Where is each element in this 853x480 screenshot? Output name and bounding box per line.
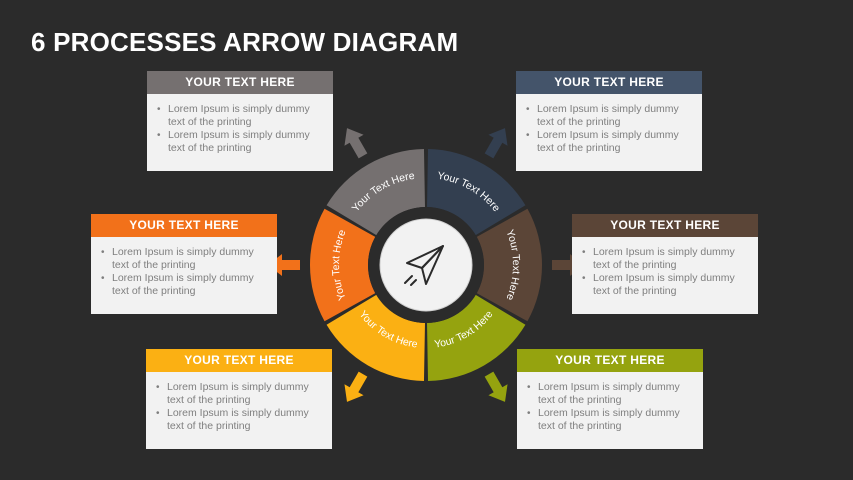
card-header: YOUR TEXT HERE	[146, 349, 332, 372]
card-header: YOUR TEXT HERE	[147, 71, 333, 94]
paper-plane-icon	[404, 245, 444, 286]
segment-brown	[476, 208, 542, 322]
card-header: YOUR TEXT HERE	[91, 214, 277, 237]
card-bullets: Lorem Ipsum is simply dummy text of the …	[146, 372, 332, 433]
bullet-item: Lorem Ipsum is simply dummy text of the …	[527, 407, 693, 433]
segment-orange	[309, 208, 376, 322]
card-top-right: YOUR TEXT HERE Lorem Ipsum is simply dum…	[516, 71, 702, 171]
segment-green	[427, 294, 526, 381]
ring-layer	[309, 149, 542, 381]
bullet-item: Lorem Ipsum is simply dummy text of the …	[157, 103, 323, 129]
segment-label-orange: Your Text Here	[330, 228, 349, 302]
bullet-item: Lorem Ipsum is simply dummy text of the …	[582, 246, 748, 272]
segment-gray	[326, 149, 425, 236]
arrow-gray	[344, 128, 368, 159]
arrow-yellow	[344, 371, 368, 402]
arrow-green	[484, 371, 508, 402]
segment-label-brown: Your Text Here	[503, 228, 522, 302]
card-bullets: Lorem Ipsum is simply dummy text of the …	[572, 237, 758, 298]
bullet-item: Lorem Ipsum is simply dummy text of the …	[101, 272, 267, 298]
card-bullets: Lorem Ipsum is simply dummy text of the …	[91, 237, 277, 298]
card-header: YOUR TEXT HERE	[572, 214, 758, 237]
card-top-left: YOUR TEXT HERE Lorem Ipsum is simply dum…	[147, 71, 333, 171]
bullet-item: Lorem Ipsum is simply dummy text of the …	[526, 129, 692, 155]
bullet-item: Lorem Ipsum is simply dummy text of the …	[101, 246, 267, 272]
card-bottom-left: YOUR TEXT HERE Lorem Ipsum is simply dum…	[146, 349, 332, 449]
bullet-item: Lorem Ipsum is simply dummy text of the …	[527, 381, 693, 407]
card-mid-left: YOUR TEXT HERE Lorem Ipsum is simply dum…	[91, 214, 277, 314]
arrow-navy	[484, 128, 508, 159]
card-header: YOUR TEXT HERE	[516, 71, 702, 94]
segment-navy	[427, 149, 526, 236]
card-bullets: Lorem Ipsum is simply dummy text of the …	[517, 372, 703, 433]
page-title: 6 PROCESSES ARROW DIAGRAM	[31, 27, 459, 57]
bullet-item: Lorem Ipsum is simply dummy text of the …	[582, 272, 748, 298]
bullet-item: Lorem Ipsum is simply dummy text of the …	[156, 407, 322, 433]
card-header: YOUR TEXT HERE	[517, 349, 703, 372]
card-bullets: Lorem Ipsum is simply dummy text of the …	[516, 94, 702, 155]
segment-yellow	[326, 294, 425, 381]
bullet-item: Lorem Ipsum is simply dummy text of the …	[157, 129, 323, 155]
card-bottom-right: YOUR TEXT HERE Lorem Ipsum is simply dum…	[517, 349, 703, 449]
bullet-item: Lorem Ipsum is simply dummy text of the …	[526, 103, 692, 129]
card-bullets: Lorem Ipsum is simply dummy text of the …	[147, 94, 333, 155]
bullet-item: Lorem Ipsum is simply dummy text of the …	[156, 381, 322, 407]
card-mid-right: YOUR TEXT HERE Lorem Ipsum is simply dum…	[572, 214, 758, 314]
